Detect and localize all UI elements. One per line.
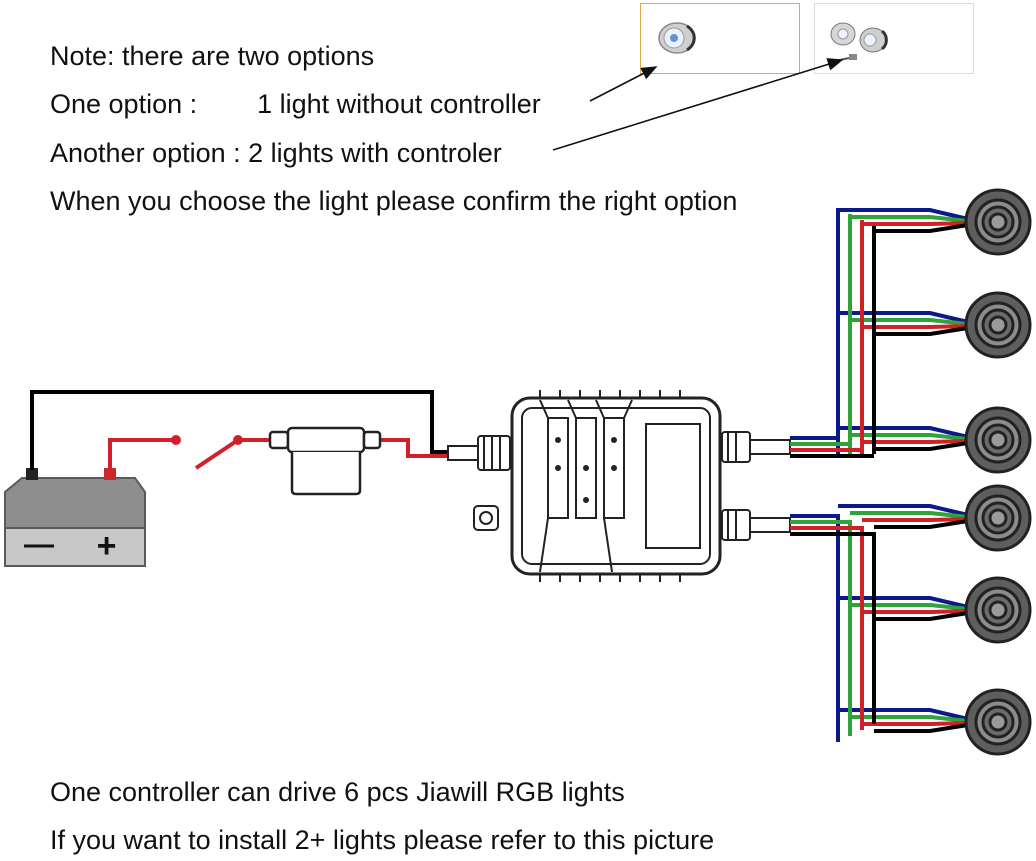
- wire-blue-branch: [838, 708, 969, 721]
- wire-green-branch: [850, 215, 969, 223]
- rgb-wire-bundles: [790, 208, 969, 742]
- footer-install-instructions: If you want to install 2+ lights please …: [50, 825, 715, 855]
- rgb-light: [964, 484, 1032, 552]
- switch-lever: [194, 438, 240, 470]
- positive-wire: [108, 435, 448, 470]
- wire-black-branch: [874, 326, 969, 336]
- rgb-light: [964, 291, 1032, 359]
- option-thumbnail-single-light[interactable]: [640, 3, 800, 74]
- battery-plus-label: +: [96, 527, 116, 565]
- battery-minus-label: —: [24, 528, 54, 561]
- wire-black-branch: [874, 723, 969, 733]
- wire-green-branch: [850, 318, 969, 326]
- wire-red-branch: [862, 439, 969, 444]
- arrow-to-option-one: [589, 66, 658, 102]
- footer-controller-capacity: One controller can drive 6 pcs Jiawill R…: [50, 777, 625, 807]
- wire-black-branch: [874, 611, 969, 621]
- wire-green-branch: [850, 603, 969, 611]
- rgb-light: [964, 188, 1032, 256]
- wire-red-branch: [862, 609, 969, 614]
- wire-red-branch: [862, 721, 969, 726]
- wire-blue-branch: [838, 504, 969, 517]
- controller-output-connector-bottom: [721, 509, 791, 541]
- note-option-two: Another option : 2 lights with controler: [50, 138, 502, 168]
- fuse-holder: [268, 426, 382, 496]
- wire-red-branch: [862, 221, 969, 226]
- rgb-lights: [964, 188, 1032, 756]
- wire-blue-branch: [838, 596, 969, 609]
- wire-green-branch: [850, 433, 969, 441]
- rgb-light: [964, 576, 1032, 644]
- note-confirm-option: When you choose the light please confirm…: [50, 186, 738, 216]
- note-intro: Note: there are two options: [50, 41, 375, 71]
- arrow-to-option-two: [552, 58, 844, 151]
- wire-black-branch: [874, 223, 969, 233]
- rgb-light: [964, 688, 1032, 756]
- wire-black-branch: [874, 519, 969, 529]
- controller-input-connector: [447, 435, 511, 471]
- single-light-icon: [658, 22, 696, 54]
- ground-wire: [30, 390, 448, 470]
- controller-output-connector-top: [721, 431, 791, 463]
- note-option-one: One option : 1 light without controller: [50, 89, 541, 119]
- light-with-controller-icon: [830, 22, 888, 63]
- wire-red-branch: [862, 324, 969, 329]
- rgb-light: [964, 406, 1032, 474]
- battery: — +: [4, 468, 146, 567]
- wire-blue-branch: [838, 426, 969, 439]
- wire-black-branch: [874, 441, 969, 451]
- wire-blue-branch: [838, 208, 969, 221]
- wire-green-branch: [850, 511, 969, 519]
- wire-green-branch: [850, 715, 969, 723]
- controller: [473, 390, 722, 582]
- wire-blue-branch: [838, 311, 969, 324]
- wire-red-branch: [862, 517, 969, 522]
